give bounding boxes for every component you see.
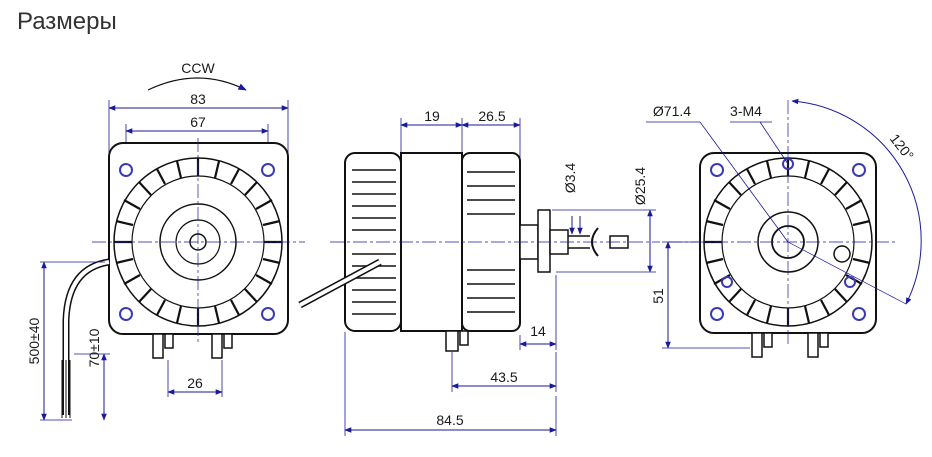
dim-19: 19 <box>424 108 440 124</box>
angle-arc <box>791 98 922 305</box>
dim-angle: 120° <box>887 131 917 164</box>
dim-26: 26 <box>187 375 203 391</box>
dim-26-5: 26.5 <box>478 108 505 124</box>
dim-500: 500±40 <box>26 317 42 364</box>
dim-70: 70±10 <box>86 328 102 367</box>
front-fins <box>114 158 282 326</box>
dim-14: 14 <box>530 323 546 339</box>
rotation-arrow <box>147 77 247 91</box>
front-terminals <box>152 333 233 359</box>
dim-shaft-dia: Ø3.4 <box>562 163 578 194</box>
dim-83: 83 <box>190 91 206 107</box>
front-mount-holes <box>119 163 275 321</box>
side-view: 19 26.5 <box>298 108 660 436</box>
front-view: CCW 83 67 <box>26 60 305 421</box>
dim-bolt-circle: Ø71.4 <box>653 103 691 119</box>
page-title: Размеры <box>17 8 117 35</box>
dim-84-5: 84.5 <box>436 412 463 428</box>
dim-51: 51 <box>650 288 666 304</box>
dim-67: 67 <box>190 114 206 130</box>
rear-terminals <box>751 332 829 358</box>
rotation-label: CCW <box>181 60 215 76</box>
dim-hub-dia: Ø25.4 <box>632 167 648 205</box>
dim-screws: 3-M4 <box>730 103 762 119</box>
rear-view: 120° Ø71.4 3-M4 51 <box>646 98 922 358</box>
dim-43-5: 43.5 <box>490 369 517 385</box>
